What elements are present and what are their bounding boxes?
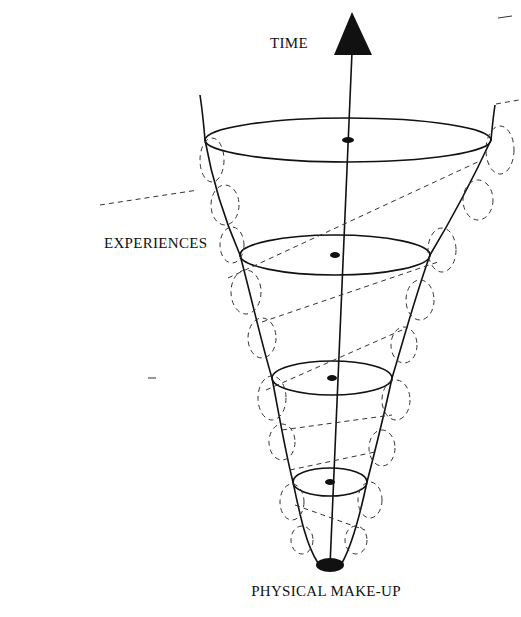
axis-label: TIME	[268, 34, 310, 52]
axis-label: EXPERIENCES	[102, 234, 209, 252]
axis-label: PHYSICAL MAKE-UP	[249, 582, 403, 600]
